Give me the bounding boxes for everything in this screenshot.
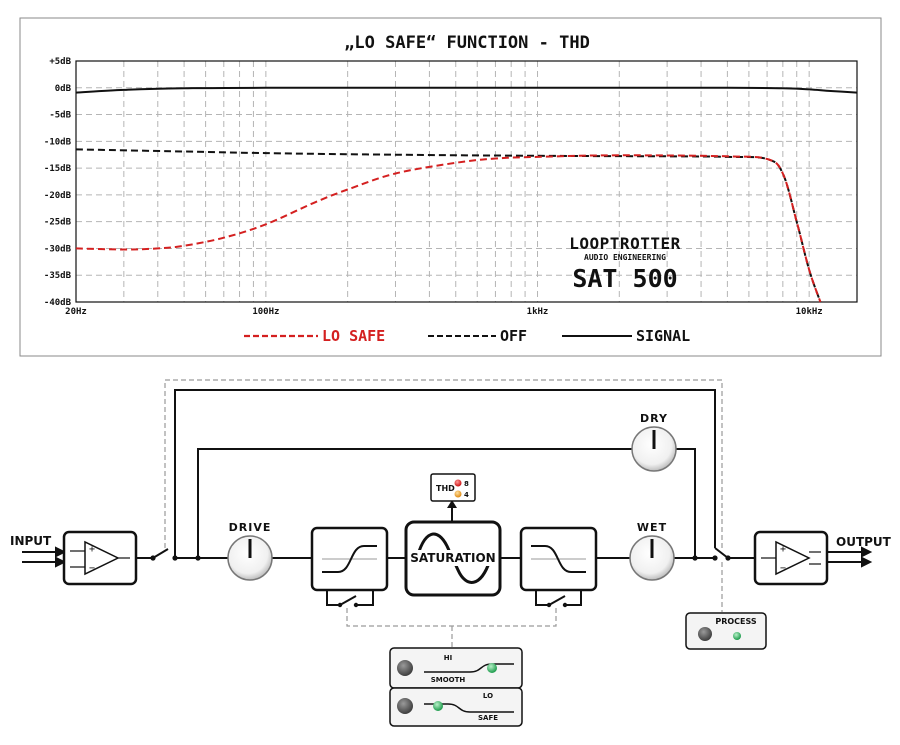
y-tick-label-0: +5dB bbox=[49, 57, 71, 67]
hi-label: HI bbox=[444, 654, 452, 662]
drive-knob[interactable] bbox=[227, 535, 273, 581]
svg-text:+: + bbox=[780, 544, 786, 555]
lo-safe-button[interactable] bbox=[397, 698, 413, 714]
legend-label-signal: SIGNAL bbox=[636, 327, 690, 345]
model-name: SAT 500 bbox=[572, 264, 677, 293]
x-tick-label-1: 100Hz bbox=[252, 307, 279, 317]
chart-title: „LO SAFE“ FUNCTION - THD bbox=[344, 33, 590, 53]
signal-wires bbox=[136, 389, 755, 606]
svg-text:−: − bbox=[89, 563, 95, 574]
process-button[interactable] bbox=[698, 627, 712, 641]
process-label: PROCESS bbox=[715, 617, 757, 626]
lo-safe-panel: LO SAFE bbox=[389, 687, 523, 727]
plot-area bbox=[75, 60, 858, 303]
x-tick-label-0: 20Hz bbox=[65, 307, 87, 317]
control-dashed-links bbox=[164, 379, 723, 648]
y-tick-label-1: 0dB bbox=[55, 84, 72, 94]
y-tick-label-5: -20dB bbox=[44, 191, 72, 201]
dry-label: DRY bbox=[640, 412, 668, 425]
output-amplifier: + − bbox=[753, 530, 829, 586]
x-axis-ticks: 20Hz 100Hz 1kHz 10kHz bbox=[65, 307, 823, 317]
thd-chart: „LO SAFE“ FUNCTION - THD +5dB 0dB -5dB -10d… bbox=[19, 17, 882, 357]
svg-text:−: − bbox=[780, 563, 786, 574]
thd-value-high: 8 bbox=[464, 480, 469, 488]
y-tick-label-2: -5dB bbox=[49, 111, 71, 121]
thd-indicator: THD 8 4 bbox=[430, 473, 476, 502]
output-label: OUTPUT bbox=[836, 535, 892, 549]
series-line-signal bbox=[75, 86, 858, 94]
thd-arrow-head bbox=[447, 500, 457, 508]
saturation-block: SATURATION bbox=[404, 520, 502, 597]
lo-safe-led bbox=[433, 701, 443, 711]
legend-label-off: OFF bbox=[500, 327, 527, 345]
brand-logo: LOOPTROTTER AUDIO ENGINEERING SAT 500 bbox=[569, 234, 680, 293]
y-tick-label-3: -10dB bbox=[44, 137, 72, 147]
hi-smooth-panel: HI SMOOTH bbox=[389, 647, 523, 689]
input-arrows bbox=[22, 546, 67, 568]
signal-flow-diagram: INPUT + − bbox=[10, 379, 892, 727]
y-axis-ticks: +5dB 0dB -5dB -10dB -15dB -20dB -25dB -30dB -35d… bbox=[44, 57, 72, 308]
hi-smooth-led bbox=[487, 663, 497, 673]
thd-led-red bbox=[454, 479, 462, 487]
process-panel: PROCESS bbox=[685, 612, 767, 650]
thd-value-low: 4 bbox=[464, 491, 469, 499]
dry-knob[interactable] bbox=[631, 426, 677, 472]
process-led bbox=[733, 632, 741, 640]
y-tick-label-6: -25dB bbox=[44, 218, 72, 228]
x-tick-label-3: 10kHz bbox=[796, 307, 823, 317]
safe-label: SAFE bbox=[478, 714, 498, 722]
wet-knob[interactable] bbox=[629, 535, 675, 581]
chart-legend: LO SAFE OFF SIGNAL bbox=[244, 327, 690, 345]
svg-text:+: + bbox=[89, 544, 95, 555]
x-tick-label-2: 1kHz bbox=[527, 307, 549, 317]
y-tick-label-4: -15dB bbox=[44, 164, 72, 174]
chart-series bbox=[75, 86, 858, 303]
saturation-label: SATURATION bbox=[410, 551, 495, 565]
hi-filter-block bbox=[310, 526, 389, 592]
thd-led-orange bbox=[454, 490, 462, 498]
lo-filter-block bbox=[519, 526, 598, 592]
series-line-lo-safe bbox=[75, 154, 822, 303]
brand-subtitle: AUDIO ENGINEERING bbox=[584, 253, 666, 262]
chart-grid bbox=[75, 60, 857, 303]
hi-smooth-button[interactable] bbox=[397, 660, 413, 676]
brand-name: LOOPTROTTER bbox=[569, 234, 680, 253]
smooth-label: SMOOTH bbox=[431, 676, 466, 684]
output-arrows bbox=[827, 546, 873, 568]
wet-label: WET bbox=[637, 521, 667, 534]
thd-label: THD bbox=[436, 484, 455, 493]
y-tick-label-9: -40dB bbox=[44, 298, 72, 308]
legend-label-lo-safe: LO SAFE bbox=[322, 327, 385, 345]
junction-dots bbox=[150, 555, 731, 608]
lo-label: LO bbox=[483, 692, 493, 700]
chart-frame bbox=[19, 17, 882, 357]
y-tick-label-7: -30dB bbox=[44, 244, 72, 254]
input-label: INPUT bbox=[10, 534, 52, 548]
y-tick-label-8: -35dB bbox=[44, 271, 72, 281]
drive-label: DRIVE bbox=[229, 521, 272, 534]
input-amplifier: + − bbox=[62, 530, 138, 586]
